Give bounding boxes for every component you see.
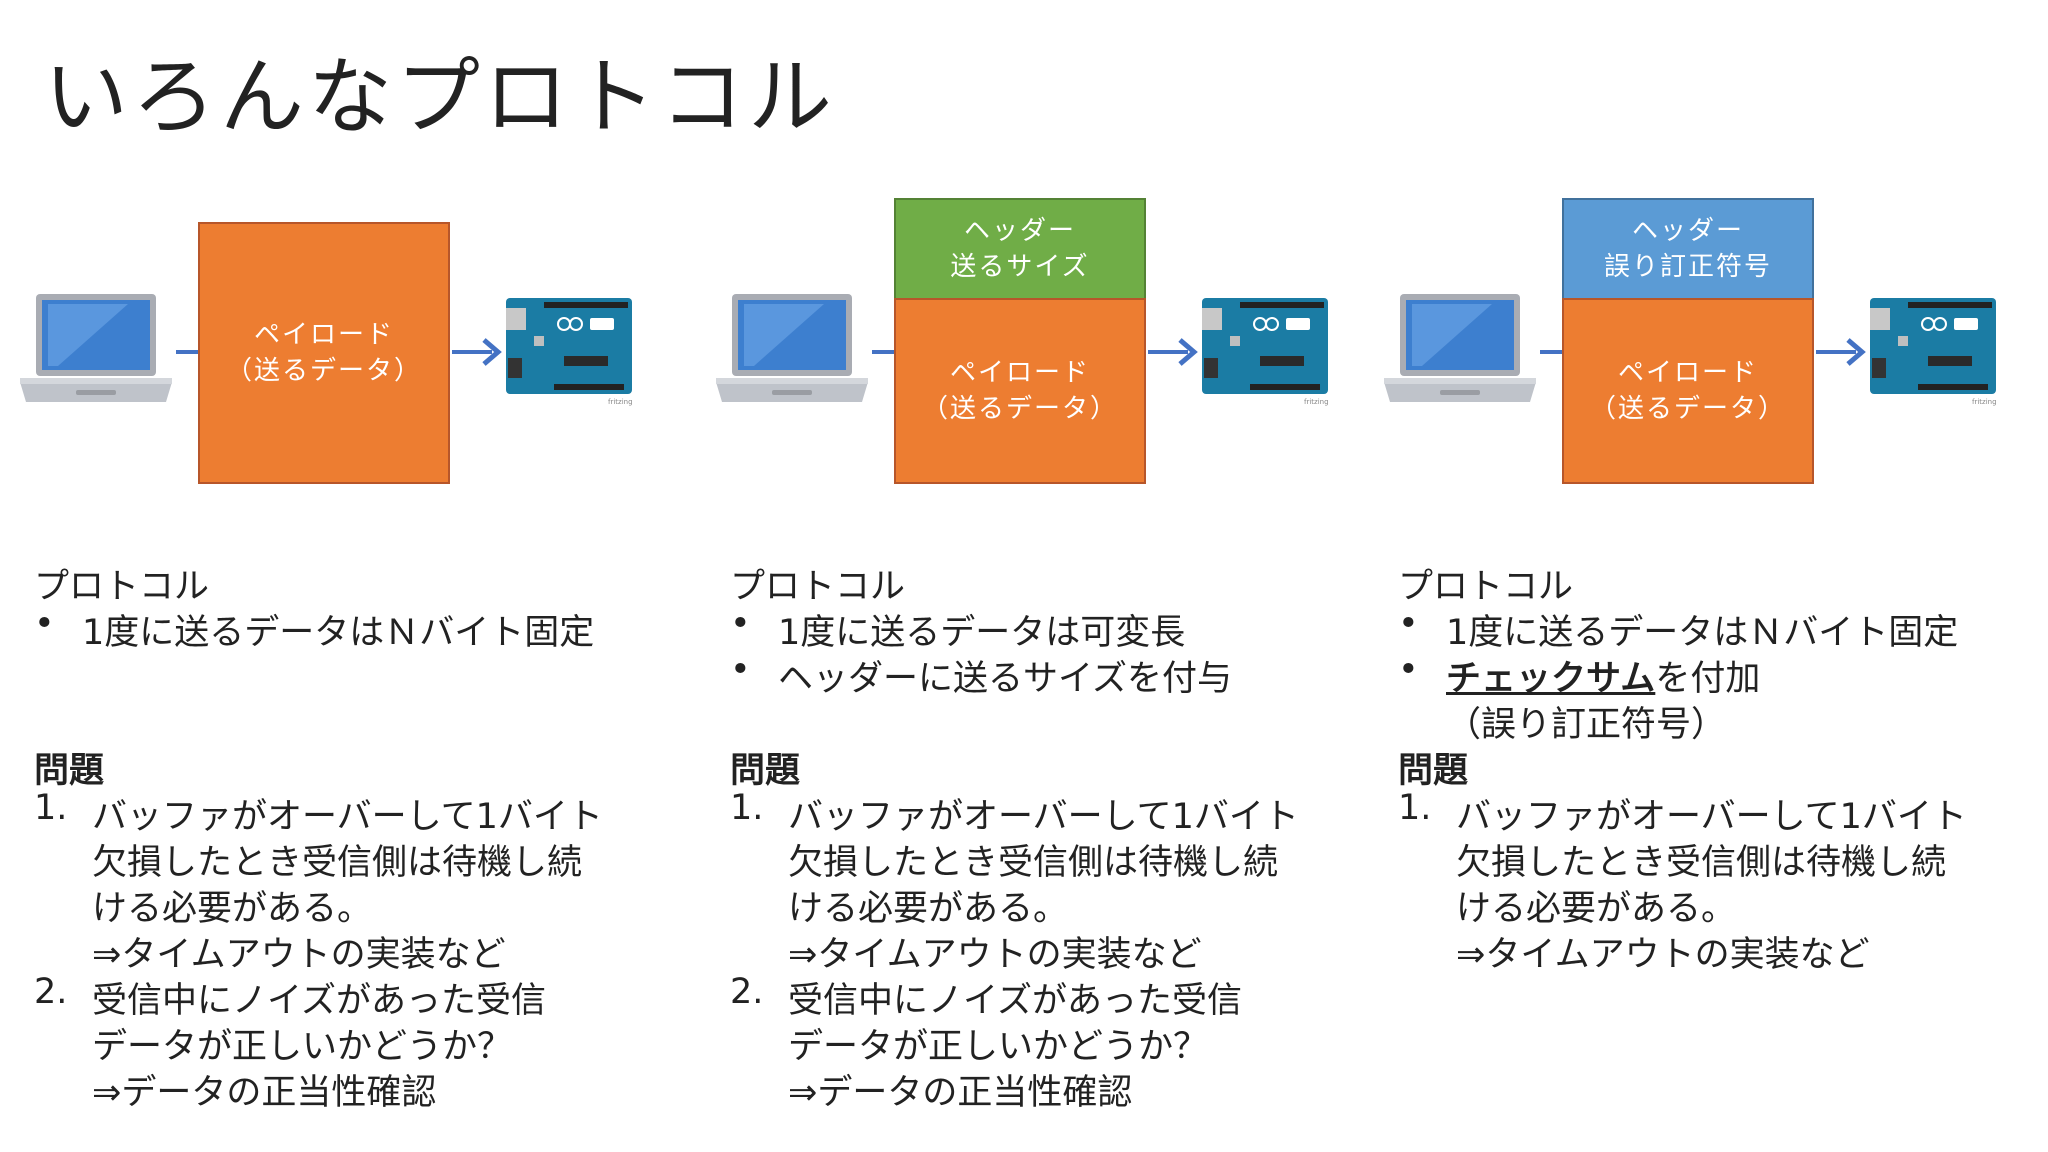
problem-item: 2.受信中にノイズがあった受信: [730, 972, 1242, 1021]
arduino-board-icon: fritzing: [1202, 298, 1329, 406]
connection-line: [176, 350, 200, 354]
arduino-board-icon: fritzing: [1870, 298, 1997, 406]
problem-line: 欠損したとき受信側は待機し続: [788, 843, 1279, 883]
problem-line: 欠損したとき受信側は待機し続: [1456, 843, 1947, 883]
payload-label: ペイロード: [1617, 358, 1758, 388]
problem-line: ける必要がある。: [1456, 889, 1737, 929]
problem-line: ける必要がある。: [788, 889, 1069, 929]
payload-box: ペイロード （送るデータ）: [894, 298, 1146, 484]
fritzing-credit: fritzing: [1304, 398, 1329, 406]
problem-line: ⇒タイムアウトの実装など: [788, 935, 1202, 975]
header-sublabel: 誤り訂正符号: [1603, 252, 1772, 282]
payload-sublabel: （送るデータ）: [921, 394, 1118, 424]
problem-line: ⇒データの正当性確認: [788, 1073, 1133, 1113]
header-box: ヘッダー 送るサイズ: [894, 198, 1146, 300]
protocol-label: プロトコル: [730, 567, 906, 607]
slide-title: いろんなプロトコル: [44, 48, 837, 146]
bullet-item: •1度に送るデータはＮバイト固定: [1398, 604, 1959, 653]
laptop-icon: [1384, 294, 1536, 402]
fritzing-credit: fritzing: [608, 398, 633, 406]
protocol-label: プロトコル: [34, 567, 210, 607]
payload-label: ペイロード: [949, 358, 1090, 388]
payload-box: ペイロード （送るデータ）: [198, 222, 450, 484]
problem-line: ⇒タイムアウトの実装など: [92, 935, 506, 975]
bullet-item: •1度に送るデータはＮバイト固定: [34, 604, 595, 653]
connection-line: [1540, 350, 1564, 354]
problem-label: 問題: [34, 751, 105, 791]
bullet-item: •ヘッダーに送るサイズを付与: [730, 650, 1232, 699]
protocol-column-1: ペイロード （送るデータ） fritzing プロトコル •1度に送るデータはＮ…: [0, 0, 680, 1152]
bullet-subtext: （誤り訂正符号）: [1446, 705, 1727, 745]
problem-line: ける必要がある。: [92, 889, 373, 929]
header-label: ヘッダー: [1631, 216, 1744, 246]
payload-sublabel: （送るデータ）: [1589, 394, 1786, 424]
payload-box: ペイロード （送るデータ）: [1562, 298, 1814, 484]
header-box: ヘッダー 誤り訂正符号: [1562, 198, 1814, 300]
payload-sublabel: （送るデータ）: [225, 356, 422, 386]
header-label: ヘッダー: [963, 216, 1076, 246]
arrow-right-icon: [1816, 338, 1866, 366]
arrow-right-icon: [1148, 338, 1198, 366]
fritzing-credit: fritzing: [1972, 398, 1997, 406]
laptop-icon: [716, 294, 868, 402]
problem-label: 問題: [730, 751, 801, 791]
bullet-item: •1度に送るデータは可変長: [730, 604, 1186, 653]
problem-line: データが正しいかどうか？: [92, 1027, 513, 1067]
arduino-board-icon: fritzing: [506, 298, 633, 406]
payload-label: ペイロード: [253, 320, 394, 350]
checksum-emphasis: チェックサム: [1446, 659, 1656, 699]
problem-label: 問題: [1398, 751, 1469, 791]
header-sublabel: 送るサイズ: [950, 252, 1090, 282]
problem-line: データが正しいかどうか？: [788, 1027, 1209, 1067]
problem-item: 2.受信中にノイズがあった受信: [34, 972, 546, 1021]
arrow-right-icon: [452, 338, 502, 366]
protocol-column-3: ヘッダー 誤り訂正符号 ペイロード （送るデータ） fritzing プロトコル…: [1364, 0, 2044, 1152]
problem-item: 1.バッファがオーバーして1バイト: [1398, 788, 1967, 837]
protocol-label: プロトコル: [1398, 567, 1574, 607]
problem-line: ⇒データの正当性確認: [92, 1073, 437, 1113]
problem-item: 1.バッファがオーバーして1バイト: [730, 788, 1299, 837]
problem-line: ⇒タイムアウトの実装など: [1456, 935, 1870, 975]
problem-line: 欠損したとき受信側は待機し続: [92, 843, 583, 883]
problem-item: 1.バッファがオーバーして1バイト: [34, 788, 603, 837]
protocol-column-2: ヘッダー 送るサイズ ペイロード （送るデータ） fritzing プロトコル …: [696, 0, 1376, 1152]
bullet-item: •チェックサムを付加: [1398, 650, 1761, 699]
laptop-icon: [20, 294, 172, 402]
connection-line: [872, 350, 896, 354]
